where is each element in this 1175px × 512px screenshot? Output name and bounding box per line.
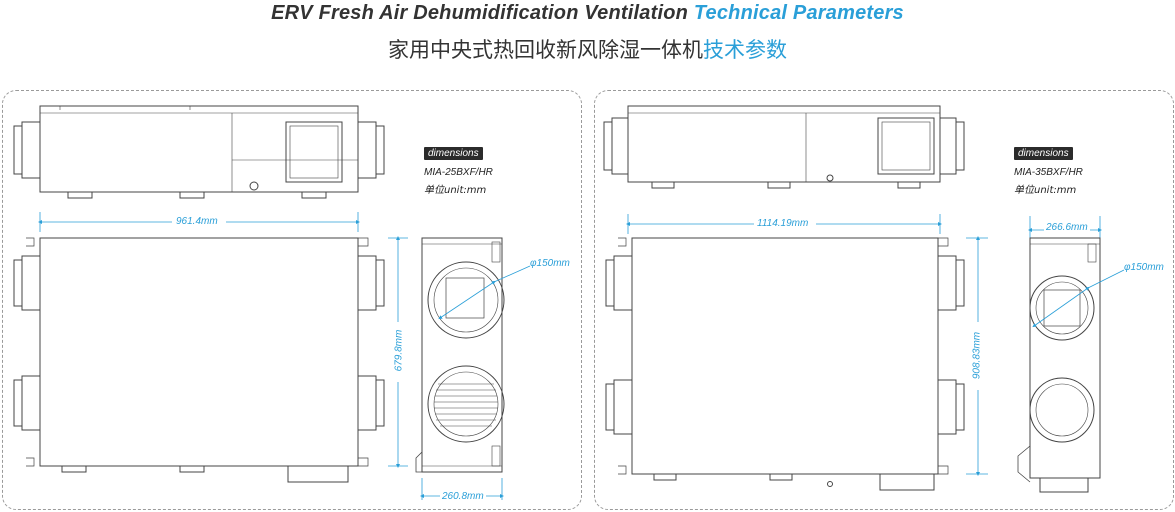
title-en-main: ERV Fresh Air Dehumidification Ventilati… (271, 2, 689, 24)
right-top-view (603, 105, 965, 189)
title-en-accent: Technical Parameters (693, 2, 904, 24)
left-duct-dimension (438, 265, 531, 320)
left-front-view (13, 237, 385, 483)
right-width-dimension (626, 214, 942, 234)
panel-left (2, 90, 582, 510)
right-front-view (605, 237, 965, 491)
right-duct-dimension (1032, 269, 1125, 328)
left-height-dimension (388, 236, 408, 468)
left-duct-label: φ150mm (530, 258, 570, 269)
left-width-dimension (38, 212, 360, 232)
right-model-label: MIA-35BXF/HR (1014, 167, 1083, 178)
panel-right (594, 90, 1174, 510)
title-cn-accent: 技术参数 (703, 38, 787, 62)
left-width-label: 961.4mm (176, 216, 218, 227)
right-unit-label: 单位unit:mm (1014, 185, 1077, 196)
right-height-dimension (966, 236, 988, 476)
right-depth-label: 266.6mm (1044, 222, 1090, 233)
right-width-label: 1114.19mm (757, 218, 809, 229)
left-dimensions-badge: dimensions (424, 147, 483, 160)
right-side-view (1017, 237, 1101, 493)
left-depth-label: 260.8mm (440, 491, 486, 502)
left-unit-label: 单位unit:mm (424, 185, 487, 196)
right-dimensions-badge: dimensions (1014, 147, 1073, 160)
page-title-cn: 家用中央式热回收新风除湿一体机技术参数 (0, 34, 1175, 64)
left-top-view (13, 105, 385, 199)
right-duct-label: φ150mm (1124, 262, 1164, 273)
right-height-label: 908.83mm (971, 331, 983, 380)
left-model-label: MIA-25BXF/HR (424, 167, 493, 178)
left-height-label: 679.8mm (393, 329, 405, 372)
title-cn-main: 家用中央式热回收新风除湿一体机 (388, 38, 703, 62)
page-title-en: ERV Fresh Air Dehumidification Ventilati… (0, 2, 1175, 25)
left-side-view (415, 237, 505, 473)
